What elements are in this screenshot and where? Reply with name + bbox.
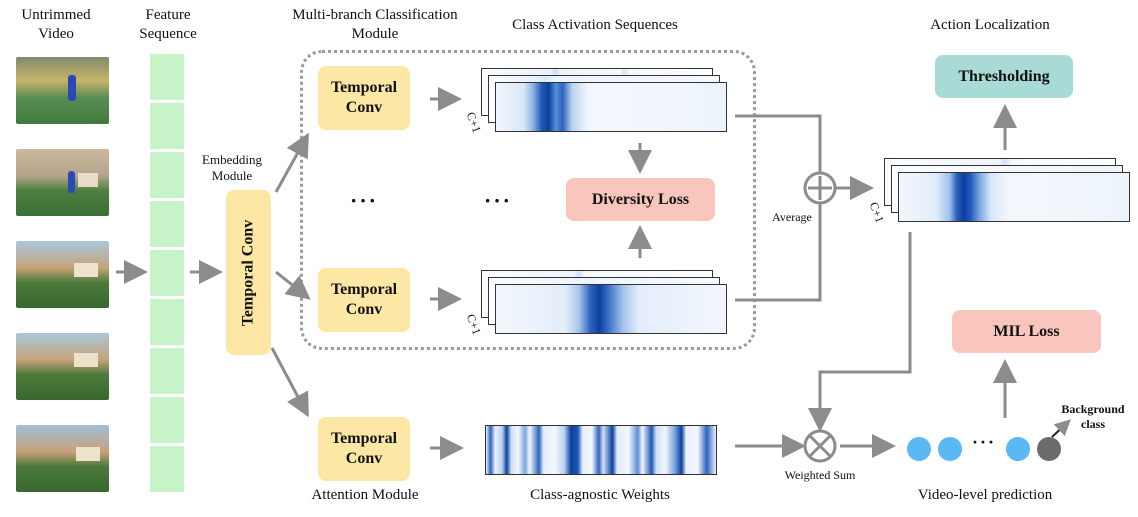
prediction-dot: [938, 437, 962, 461]
circle-plus-icon: [803, 171, 837, 205]
line-bottom-cas-to-average: [735, 203, 822, 302]
player-figure: [68, 171, 75, 193]
circle-times-icon: [803, 429, 837, 463]
arrow-embedding-to-bottom: [275, 270, 311, 300]
feature-cell: [150, 348, 184, 395]
video-frame-5: [16, 425, 109, 492]
embedding-module-label: Embedding Module: [202, 152, 262, 184]
house-shape: [74, 353, 98, 367]
background-pointer-arrow: [1051, 419, 1071, 438]
feature-cell: [150, 397, 184, 444]
prediction-dot: [1006, 437, 1030, 461]
attention-module-label: Attention Module: [311, 487, 419, 503]
class-agnostic-weights-bar: [485, 425, 717, 475]
video-frame-2: [16, 149, 109, 216]
video-frame-1: [16, 57, 109, 124]
multi-branch-label: Multi-branch Classification Module: [292, 7, 458, 42]
diversity-loss-box: Diversity Loss: [566, 178, 715, 221]
action-localization-label: Action Localization: [930, 17, 1050, 33]
thresholding-box: Thresholding: [935, 55, 1073, 98]
background-dot: [1037, 437, 1061, 461]
house-shape: [76, 447, 100, 461]
feature-cell: [150, 54, 184, 101]
cas-bottom-front: [495, 284, 727, 334]
cas-ellipsis: ···: [484, 188, 513, 213]
weighted-sum-label: Weighted Sum: [784, 468, 856, 482]
multi-branch-dotted-border: [300, 50, 756, 350]
untrimmed-video-label: Untrimmed Video: [21, 7, 91, 42]
prediction-dot: [907, 437, 931, 461]
player-figure: [68, 75, 76, 101]
video-frame-4: [16, 333, 109, 400]
house-shape: [78, 173, 98, 187]
feature-cell: [150, 201, 184, 248]
embedding-temporal-conv-box: Temporal Conv: [226, 190, 271, 355]
class-agnostic-label: Class-agnostic Weights: [530, 487, 670, 503]
background-class-label: Background class: [1061, 402, 1125, 431]
feature-sequence-label: Feature Sequence: [139, 7, 197, 42]
arrow-embedding-to-top: [274, 132, 309, 193]
feature-cell: [150, 152, 184, 199]
arrow-localization-to-weighted-sum: [808, 232, 912, 432]
prediction-ellipsis: ···: [972, 432, 997, 452]
cas-top-front: [495, 82, 727, 132]
branch-temporal-conv-bottom: Temporal Conv: [318, 268, 410, 332]
branch-temporal-conv-top: Temporal Conv: [318, 66, 410, 130]
video-frame-3: [16, 241, 109, 308]
feature-sequence-bar: [150, 54, 184, 494]
feature-cell: [150, 446, 184, 493]
branch-ellipsis: ···: [350, 188, 379, 213]
class-activation-label: Class Activation Sequences: [512, 17, 678, 33]
feature-cell: [150, 250, 184, 297]
attention-temporal-conv-box: Temporal Conv: [318, 417, 410, 481]
feature-cell: [150, 299, 184, 346]
line-top-cas-to-average: [735, 114, 822, 172]
mil-loss-box: MIL Loss: [952, 310, 1101, 353]
arrow-embedding-to-attention: [270, 347, 309, 418]
localization-cas-front: [898, 172, 1130, 222]
video-level-label: Video-level prediction: [917, 487, 1053, 503]
house-shape: [74, 263, 98, 277]
feature-cell: [150, 103, 184, 150]
average-label: Average: [772, 210, 812, 224]
